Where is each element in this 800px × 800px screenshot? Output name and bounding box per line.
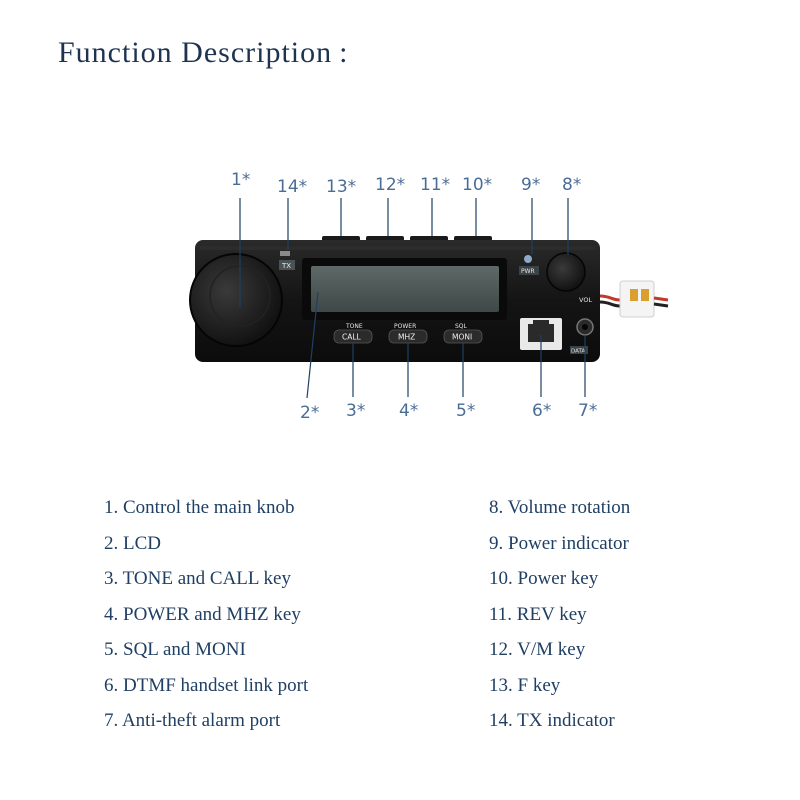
tx-label: TX	[281, 262, 291, 270]
legend-item: 11. REV key	[489, 603, 587, 625]
callout-14: 14*	[277, 177, 308, 197]
callout-1: 1*	[231, 170, 251, 190]
legend-item: 1. Control the main knob	[104, 497, 295, 518]
data-label: DATA	[571, 349, 585, 355]
power-label: POWER	[394, 323, 416, 330]
callout-4: 4*	[399, 401, 419, 421]
callout-8: 8*	[562, 175, 582, 195]
callout-10: 10*	[462, 175, 493, 195]
callout-2: 2*	[300, 403, 320, 423]
lcd-screen	[311, 266, 499, 312]
legend-item: 6. DTMF handset link port	[104, 674, 309, 696]
pwr-label: PWR	[521, 268, 535, 275]
legend-item: 10. Power key	[489, 568, 599, 589]
callout-6: 6*	[532, 401, 552, 421]
callout-12: 12*	[375, 175, 406, 195]
main-knob[interactable]	[190, 254, 282, 346]
page-title: Function Description :	[58, 36, 349, 69]
tx-indicator	[279, 260, 295, 270]
legend-item: 8. Volume rotation	[489, 497, 631, 518]
volume-knob[interactable]	[547, 253, 585, 291]
call-label: CALL	[342, 333, 362, 342]
callout-7: 7*	[578, 401, 598, 421]
legend-item: 7. Anti-theft alarm port	[104, 710, 281, 731]
legend-item: 14. TX indicator	[489, 710, 615, 731]
legend-item: 9. Power indicator	[489, 532, 629, 554]
legend-item: 5. SQL and MONI	[104, 639, 246, 660]
callout-5: 5*	[456, 401, 476, 421]
legend-item: 3. TONE and CALL key	[104, 568, 291, 589]
callout-3: 3*	[346, 401, 366, 421]
mhz-label: MHZ	[398, 333, 415, 342]
sql-label: SQL	[455, 323, 468, 330]
legend-item: 13. F key	[489, 674, 561, 696]
moni-label: MONI	[452, 333, 472, 342]
power-indicator-led	[524, 255, 532, 263]
vol-label: VOL	[579, 296, 592, 304]
callout-13: 13*	[326, 177, 357, 197]
legend-item: 4. POWER and MHZ key	[104, 603, 301, 625]
legend-item: 12. V/M key	[489, 639, 586, 660]
callout-11: 11*	[420, 175, 451, 195]
legend-left-list: 1. Control the main knob 2. LCD 3. TONE …	[104, 490, 308, 739]
tone-label: TONE	[345, 323, 363, 330]
legend-right-list: 8. Volume rotation 9. Power indicator 10…	[489, 490, 630, 739]
legend-item: 2. LCD	[104, 532, 161, 554]
callout-9: 9*	[521, 175, 541, 195]
